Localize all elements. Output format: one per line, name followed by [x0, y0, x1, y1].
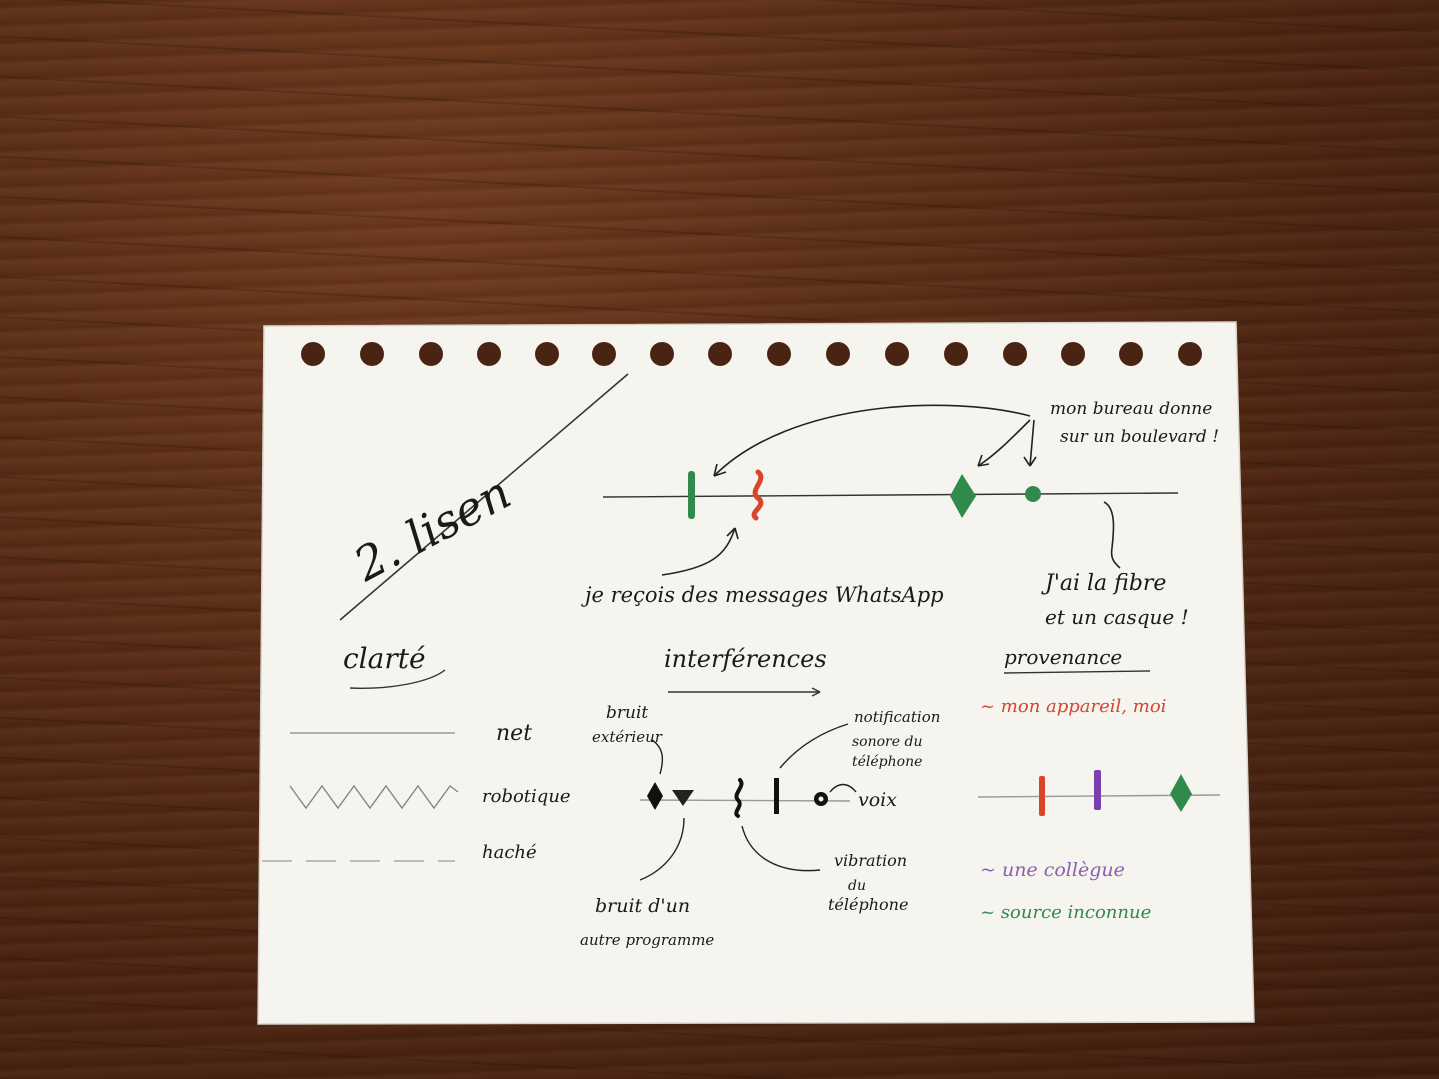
- clarte-underline: [349, 669, 446, 690]
- line1-green-bar: [688, 471, 695, 519]
- label-programme-2: autre programme: [580, 931, 714, 949]
- line1-diagram: mon bureau donne sur un boulevard ! J'ai…: [581, 399, 1219, 629]
- interferences-arrowhead: [811, 687, 821, 697]
- clarte-heading: clarté: [343, 642, 426, 675]
- clarte-robotique-line: [289, 784, 459, 810]
- label-vibration-2: du: [848, 878, 866, 894]
- label-programme-1: bruit d'un: [595, 895, 690, 917]
- arrow-programme: [639, 817, 685, 881]
- interf-bar: [774, 778, 779, 814]
- arrow-bureau-to-diamond: [977, 419, 1031, 467]
- provenance-heading: provenance: [1004, 645, 1122, 669]
- interf-circle-inner: [818, 796, 824, 802]
- annotation-bureau-2: sur un boulevard !: [1060, 427, 1219, 447]
- arrowhead-4: [726, 527, 739, 540]
- paper: [257, 321, 1255, 1025]
- label-notif-1: notification: [854, 708, 940, 726]
- arrowhead-1: [713, 463, 727, 477]
- line1-axis: [602, 492, 1179, 498]
- label-bruit-ext-1: bruit: [606, 703, 648, 723]
- provenance-item-me: ~ mon appareil, moi: [980, 696, 1166, 717]
- label-voix: voix: [858, 789, 897, 811]
- interferences-heading: interférences: [664, 645, 827, 673]
- arrow-whatsapp-to-wave: [661, 527, 736, 576]
- annotation-fibre-1: J'ai la fibre: [1041, 571, 1166, 596]
- binder-holes: [301, 342, 1202, 366]
- arrow-bruit-ext: [651, 739, 664, 775]
- annotation-whatsapp: je reçois des messages WhatsApp: [581, 583, 944, 607]
- line1-green-dot: [1025, 486, 1041, 502]
- clarte-section: clarté net robotique haché: [262, 642, 571, 863]
- provenance-green-diamond: [1170, 774, 1192, 812]
- provenance-red-bar: [1039, 776, 1045, 816]
- provenance-item-unknown: ~ source inconnue: [980, 902, 1151, 923]
- annotation-fibre-2: et un casque !: [1045, 605, 1189, 629]
- clarte-item-net: net: [496, 721, 532, 746]
- arrow-notif: [779, 723, 849, 769]
- clarte-item-hache: haché: [482, 842, 537, 863]
- provenance-item-colleague: ~ une collègue: [980, 859, 1125, 881]
- arrow-bureau-to-bar: [713, 404, 1031, 477]
- interf-triangle: [672, 790, 694, 806]
- arrowhead-2: [977, 454, 990, 467]
- arrow-vibration: [741, 825, 821, 872]
- label-notif-3: téléphone: [852, 754, 922, 770]
- interf-wave: [734, 778, 744, 818]
- label-vibration-1: vibration: [834, 851, 907, 870]
- annotation-bureau-1: mon bureau donne: [1050, 399, 1212, 419]
- provenance-purple-bar: [1094, 770, 1101, 810]
- interferences-section: interférences bruit extérieur notificati…: [580, 645, 940, 949]
- clarte-item-robotique: robotique: [482, 786, 571, 807]
- line1-red-wave: [751, 469, 764, 521]
- label-vibration-3: téléphone: [828, 895, 908, 914]
- label-notif-2: sonore du: [852, 734, 922, 750]
- diagonal-divider: [339, 373, 629, 621]
- arrowhead-3: [1023, 456, 1037, 467]
- provenance-section: provenance ~ mon appareil, moi ~ une col…: [977, 645, 1221, 923]
- label-bruit-ext-2: extérieur: [592, 728, 663, 746]
- brace-fibre: [1103, 501, 1121, 569]
- provenance-underline: [1003, 670, 1151, 674]
- arrow-bureau-to-dot: [1029, 419, 1035, 467]
- interf-diamond: [647, 782, 663, 810]
- arrow-voix: [829, 783, 857, 793]
- line1-green-diamond: [950, 474, 976, 518]
